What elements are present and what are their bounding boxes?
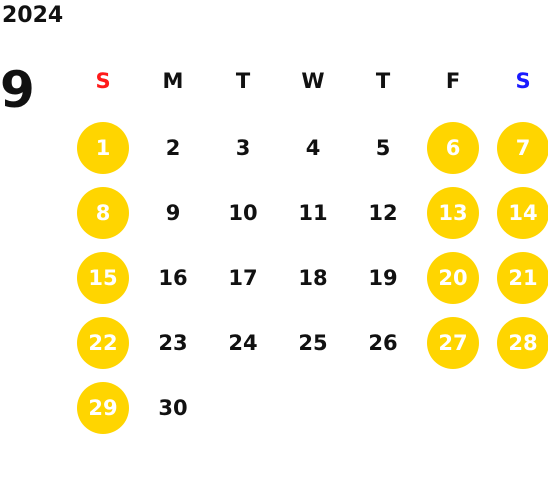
day-number: 3 (235, 135, 251, 160)
day-number: 25 (298, 330, 328, 355)
day-number: 4 (305, 135, 321, 160)
day-cell: 20 (418, 243, 488, 308)
day-cell: 4 (278, 113, 348, 178)
day-cell: 19 (348, 243, 418, 308)
day-cell: 9 (138, 178, 208, 243)
day-cell: 17 (208, 243, 278, 308)
day-cell: 27 (418, 308, 488, 373)
day-number: 12 (368, 200, 398, 225)
day-cell: 10 (208, 178, 278, 243)
day-number: 10 (228, 200, 258, 225)
day-number: 2 (165, 135, 181, 160)
day-cell: 30 (138, 373, 208, 438)
day-cell: 12 (348, 178, 418, 243)
highlighted-day-number: 22 (77, 316, 129, 369)
day-cell: 22 (68, 308, 138, 373)
day-number: 17 (228, 265, 258, 290)
day-number: 9 (165, 200, 181, 225)
year-label: 2024 (2, 3, 64, 28)
weekday-header-saturday: S (515, 68, 531, 93)
day-number: 26 (368, 330, 398, 355)
highlighted-day-number: 13 (427, 186, 479, 239)
highlighted-day-number: 8 (77, 186, 129, 239)
day-cell: 11 (278, 178, 348, 243)
day-cell: 2 (138, 113, 208, 178)
highlighted-day-number: 20 (427, 251, 479, 304)
day-cell: 8 (68, 178, 138, 243)
day-number: 30 (158, 395, 188, 420)
month-label: 9 (0, 61, 35, 119)
day-number: 24 (228, 330, 258, 355)
day-number: 18 (298, 265, 328, 290)
day-cell: 7 (488, 113, 548, 178)
day-cell: 16 (138, 243, 208, 308)
day-number: 19 (368, 265, 398, 290)
weekday-header-thursday: T (375, 68, 391, 93)
highlighted-day-number: 27 (427, 316, 479, 369)
day-cell: 25 (278, 308, 348, 373)
highlighted-day-number: 28 (497, 316, 548, 369)
day-cell: 15 (68, 243, 138, 308)
highlighted-day-number: 1 (77, 121, 129, 174)
day-cell: 23 (138, 308, 208, 373)
day-cell: 21 (488, 243, 548, 308)
day-cell: 29 (68, 373, 138, 438)
day-cell: 18 (278, 243, 348, 308)
day-number: 11 (298, 200, 328, 225)
day-number: 5 (375, 135, 391, 160)
weekday-header-wednesday: W (301, 68, 325, 93)
day-cell: 26 (348, 308, 418, 373)
day-cell: 1 (68, 113, 138, 178)
weekday-header-sunday: S (95, 68, 111, 93)
highlighted-day-number: 14 (497, 186, 548, 239)
day-cell: 24 (208, 308, 278, 373)
day-cell: 3 (208, 113, 278, 178)
day-cell: 14 (488, 178, 548, 243)
day-cell: 28 (488, 308, 548, 373)
highlighted-day-number: 7 (497, 121, 548, 174)
highlighted-day-number: 29 (77, 381, 129, 434)
weekday-header-tuesday: T (235, 68, 251, 93)
day-cell: 13 (418, 178, 488, 243)
highlighted-day-number: 6 (427, 121, 479, 174)
day-cell: 5 (348, 113, 418, 178)
weekday-header-monday: M (162, 68, 184, 93)
day-number: 23 (158, 330, 188, 355)
weekday-header-friday: F (445, 68, 461, 93)
highlighted-day-number: 15 (77, 251, 129, 304)
highlighted-day-number: 21 (497, 251, 548, 304)
day-cell: 6 (418, 113, 488, 178)
day-number: 16 (158, 265, 188, 290)
